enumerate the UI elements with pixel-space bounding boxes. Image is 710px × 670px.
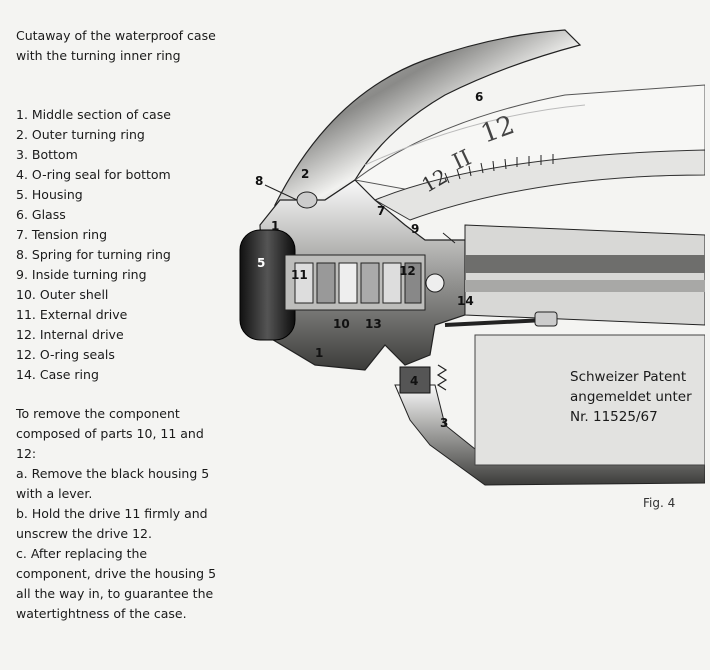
instruction-step: a. Remove the black housing 5 with a lev…: [16, 466, 210, 501]
part-item: 10. Outer shell: [16, 287, 109, 302]
callout-11: 11: [291, 268, 308, 282]
callout-5: 5: [257, 256, 265, 270]
callout-6: 6: [475, 90, 483, 104]
cutaway-figure: 12 II 12: [235, 25, 706, 505]
spring-zigzag: [436, 364, 448, 391]
glass-highlight: [364, 104, 586, 166]
callout-leader: [264, 184, 298, 201]
part-item: 3. Bottom: [16, 147, 78, 162]
callout-4: 4: [410, 374, 418, 388]
figure-label: Fig. 4: [643, 496, 676, 510]
part-item: 7. Tension ring: [16, 227, 108, 242]
dial-ticks: [444, 154, 554, 184]
outer-turning-ring: [273, 29, 582, 206]
description-panel: Cutaway of the waterproof case with the …: [16, 26, 221, 624]
callout-7: 7: [377, 204, 385, 218]
callout-1: 1: [271, 219, 279, 233]
callout-leader: [442, 232, 456, 244]
part-item: 11. External drive: [16, 307, 128, 322]
case-ring-band: [465, 255, 705, 273]
callout-13: 13: [365, 317, 382, 331]
patent-line: Nr. 11525/67: [570, 409, 658, 425]
callout-1: 1: [315, 346, 323, 360]
part-item: 12. O-ring seals: [16, 347, 115, 362]
callout-2: 2: [301, 167, 309, 181]
part-item: 4. O-ring seal for bottom: [16, 167, 171, 182]
instruction-steps: a. Remove the black housing 5 with a lev…: [16, 464, 221, 624]
turning-ring-spring: [296, 191, 318, 209]
callout-14: 14: [457, 294, 474, 308]
o-ring-seal: [399, 366, 431, 394]
part-item: 2. Outer turning ring: [16, 127, 145, 142]
screw: [444, 311, 558, 327]
part-item: 6. Glass: [16, 207, 66, 222]
cutaway-diagram: 12 II 12: [239, 29, 706, 486]
case-ring: [464, 224, 706, 326]
callout-8: 8: [255, 174, 263, 188]
patent-line: Schweizer Patent: [570, 369, 687, 385]
bottom-inner-plate: [474, 334, 706, 466]
callout-3: 3: [440, 416, 448, 430]
parts-list: 1. Middle section of case 2. Outer turni…: [16, 105, 221, 385]
part-item: 9. Inside turning ring: [16, 267, 147, 282]
instructions-intro: To remove the component composed of part…: [16, 406, 204, 461]
part-item: 8. Spring for turning ring: [16, 247, 171, 262]
figure-title: Cutaway of the waterproof case with the …: [16, 28, 216, 63]
drive-assembly: [284, 254, 445, 311]
instruction-step: c. After replacing the component, drive …: [16, 546, 217, 621]
patent-line: angemeldet unter: [570, 389, 692, 405]
case-ring-band: [465, 280, 705, 292]
callout-12: 12: [399, 264, 416, 278]
part-item: 1. Middle section of case: [16, 107, 171, 122]
callout-10: 10: [333, 317, 350, 331]
instruction-step: b. Hold the drive 11 firmly and unscrew …: [16, 506, 208, 541]
patent-notice: Schweizer Patent angemeldet unter Nr. 11…: [570, 367, 692, 427]
part-item: 14. Case ring: [16, 367, 99, 382]
part-item: 12. Internal drive: [16, 327, 124, 342]
part-item: 5. Housing: [16, 187, 83, 202]
callout-9: 9: [411, 222, 419, 236]
